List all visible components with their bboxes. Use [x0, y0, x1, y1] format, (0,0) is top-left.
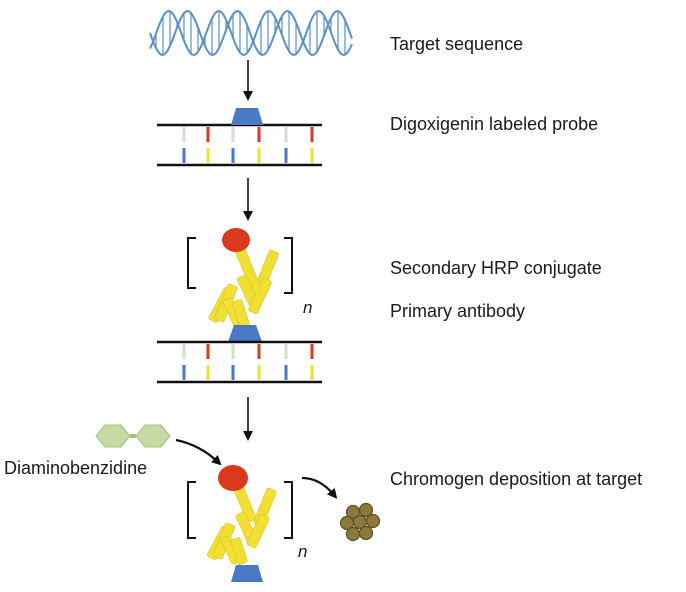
helix-strand-b: [149, 10, 353, 57]
helix-strand-a: [149, 9, 353, 57]
label-primary: Primary antibody: [390, 301, 526, 321]
probe-tag-2: [231, 565, 263, 582]
bracket-right: [284, 237, 293, 294]
primary-antibody-2: [207, 522, 248, 565]
target-duplex: [157, 340, 322, 384]
deposition-arrow: [301, 476, 338, 499]
hrp-enzyme-2: [218, 465, 248, 491]
probe-tag: [231, 108, 263, 125]
probe-tag: [228, 325, 262, 342]
substrate-molecule-icon: [95, 424, 171, 448]
label-secondary: Secondary HRP conjugate: [390, 258, 602, 278]
secondary-antibody: [235, 247, 279, 315]
probe-duplex: [157, 108, 322, 167]
secondary-antibody-2: [233, 485, 277, 549]
repeat-n-label-1: n: [303, 298, 313, 317]
bracket-left: [187, 237, 196, 289]
bracket-right-2: [284, 481, 293, 539]
dna-helix-icon: [149, 9, 353, 57]
bracket-left-2: [187, 481, 196, 539]
label-chromogen: Chromogen deposition at target: [390, 469, 643, 489]
primary-antibody: [208, 283, 250, 329]
label-target-sequence: Target sequence: [390, 34, 524, 54]
substrate-arrow: [175, 438, 222, 466]
chromogen-deposit-icon: [339, 502, 381, 542]
antibody-complex-2: [187, 465, 293, 582]
label-probe: Digoxigenin labeled probe: [390, 114, 599, 134]
label-substrate: Diaminobenzidine: [4, 458, 148, 478]
repeat-n-label-2: n: [298, 542, 308, 561]
hrp-enzyme: [222, 228, 250, 252]
antibody-complex-1: [187, 228, 293, 342]
